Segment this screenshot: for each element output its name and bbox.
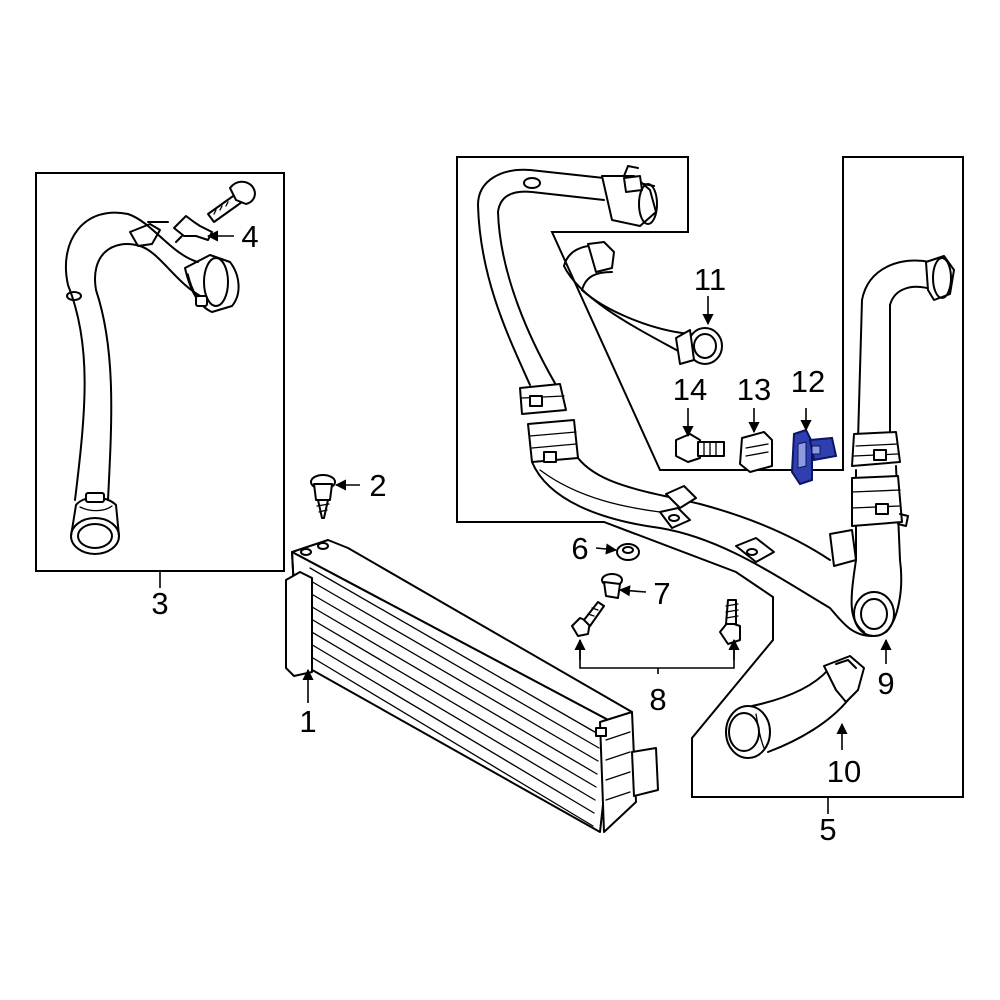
- screw-part-2: [310, 474, 336, 519]
- group-box-3: [35, 172, 285, 572]
- callout-8: 8: [649, 682, 666, 717]
- bolt-part-14: [675, 433, 725, 463]
- pipe-part-9: [829, 255, 955, 637]
- leader-8: [579, 640, 735, 674]
- bolt-part-7: [601, 573, 623, 599]
- callout-13: 13: [737, 372, 771, 407]
- callout-3: 3: [151, 586, 168, 621]
- callout-10: 10: [827, 754, 861, 789]
- callout-9: 9: [877, 666, 894, 701]
- callout-12: 12: [791, 364, 825, 399]
- leader-6: [595, 543, 618, 555]
- bolts-part-8: [571, 599, 741, 645]
- intercooler-part-1: [285, 539, 659, 833]
- callout-5: 5: [819, 812, 836, 847]
- clip-part-13: [739, 431, 773, 473]
- upper-hose-part-3: [64, 211, 240, 555]
- hose-part-11: [563, 241, 723, 365]
- sensor-part-4: [173, 180, 256, 243]
- pipe-part-5: [477, 165, 873, 637]
- group-box-5: [456, 156, 964, 798]
- callout-2: 2: [369, 468, 386, 503]
- callout-numbers: 1 2 3 4 5 6 7 8 9 10 11 12 13 14: [151, 219, 894, 847]
- callout-6: 6: [571, 531, 588, 566]
- callout-11: 11: [694, 262, 726, 297]
- callout-14: 14: [673, 372, 707, 407]
- nut-part-6: [616, 543, 640, 561]
- callout-1: 1: [299, 704, 316, 739]
- callout-7: 7: [653, 576, 670, 611]
- sensor-part-12-highlighted: [790, 428, 838, 486]
- leader-7: [618, 585, 647, 597]
- callout-leaders: [159, 230, 892, 814]
- callout-4: 4: [241, 219, 258, 254]
- hose-part-10: [725, 655, 865, 759]
